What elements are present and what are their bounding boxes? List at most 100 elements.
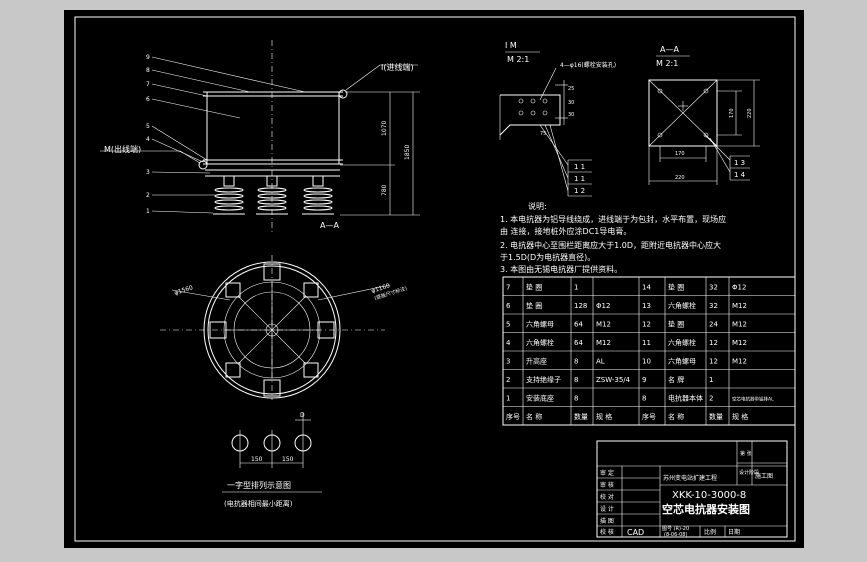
detail-aa-title: A—A xyxy=(660,45,679,54)
tb-date-label: 日期 xyxy=(728,528,740,536)
table-cell: 垫 圈 xyxy=(668,283,684,292)
table-cell: 64 xyxy=(574,339,583,347)
arr-dim-150-b: 150 xyxy=(282,456,294,463)
detail-i-note: 4—φ16(螺栓安装孔) xyxy=(560,61,616,69)
inlet-label: I(进线端) xyxy=(381,62,414,72)
detail-i-leader-1: 1 1 xyxy=(574,163,585,171)
detail-i-dim-a: 25 xyxy=(568,86,574,92)
table-cell: AL xyxy=(596,358,605,366)
table-cell: ZSW-35/4 xyxy=(596,376,631,384)
table-cell: 六角螺母 xyxy=(668,357,696,366)
detail-aa-scale: M 2:1 xyxy=(656,59,678,68)
insulator-stack-center xyxy=(256,175,288,215)
arr-dim-150-a: 150 xyxy=(251,456,263,463)
arrangement-caption: 一字型排列示意图 xyxy=(227,480,291,490)
table-header-cell: 名 称 xyxy=(526,412,542,421)
table-cell: 64 xyxy=(574,321,583,329)
part-number-6: 6 xyxy=(146,96,150,103)
tb-stage: 施工图 xyxy=(755,472,773,480)
inlet-terminal xyxy=(338,89,348,99)
table-cell: 13 xyxy=(642,302,651,310)
table-cell: 2 xyxy=(709,395,713,403)
section-mark-aa: A—A xyxy=(320,221,339,230)
table-cell: 垫 圈 xyxy=(526,283,542,292)
insulator-stack-right xyxy=(302,175,334,215)
table-cell: M12 xyxy=(596,339,611,347)
table-cell: M12 xyxy=(732,358,747,366)
table-cell: M12 xyxy=(596,321,611,329)
table-cell: 4 xyxy=(506,339,511,347)
detail-aa-w220: 220 xyxy=(675,175,685,181)
table-cell: 5 xyxy=(506,321,510,329)
part-number-2: 2 xyxy=(146,192,150,199)
table-cell: 12 xyxy=(642,321,651,329)
table-header-cell: 规 格 xyxy=(732,412,748,421)
notes-heading: 说明: xyxy=(528,201,547,211)
detail-i-leader-2: 1 1 xyxy=(574,175,585,183)
notes: 说明: 1. 本电抗器为铝导线绕成，进线端于为包封，水平布置，现场应 由 连接，… xyxy=(500,201,726,274)
table-cell: 8 xyxy=(574,376,578,384)
detail-aa-h220: 220 xyxy=(747,108,753,118)
table-cell: 六角螺栓 xyxy=(668,301,696,310)
table-cell: 11 xyxy=(642,339,651,347)
part-number-9: 9 xyxy=(146,54,150,61)
title-block: 审 定 审 核 校 对 设 计 描 图 校 核 CAD 苏州变电站扩建工程 设计… xyxy=(596,440,788,538)
detail-i-title: I M xyxy=(505,41,517,50)
table-header-cell: 数量 xyxy=(709,412,723,421)
table-cell: M12 xyxy=(732,302,747,310)
table-cell: 六角螺栓 xyxy=(526,338,554,347)
arrangement-caption-2: (电抗器相间最小距离) xyxy=(224,499,293,508)
table-cell: M12 xyxy=(732,339,747,347)
part-number-7: 7 xyxy=(146,81,150,88)
dim-780: 780 xyxy=(381,184,388,196)
table-cell: 电抗器本体 xyxy=(668,394,703,403)
table-header-cell: 序号 xyxy=(642,412,656,421)
table-cell: 8 xyxy=(574,395,578,403)
detail-aa: A—A M 2:1 170 220 170 220 1 3 1 4 xyxy=(648,45,760,185)
tb-drawing-title: 空芯电抗器安装图 xyxy=(662,502,750,516)
drawing-area xyxy=(64,10,804,548)
table-cell: 3 xyxy=(506,358,510,366)
table-header-cell: 序号 xyxy=(506,412,520,421)
insulator-stack-left xyxy=(213,175,245,215)
part-number-8: 8 xyxy=(146,67,150,74)
detail-aa-leader-1: 1 3 xyxy=(734,159,745,167)
table-header-cell: 名 称 xyxy=(668,412,684,421)
table-cell: 空芯电抗器带铝排AL xyxy=(732,396,774,403)
table-cell: 六角螺栓 xyxy=(668,338,696,347)
tb-scale-label: 比例 xyxy=(704,528,716,536)
tb-label-approve: 审 定 xyxy=(600,469,614,477)
table-cell: 垫 圈 xyxy=(526,301,542,310)
table-cell: 6 xyxy=(506,302,511,310)
detail-i-scale: M 2:1 xyxy=(507,55,529,64)
arr-dim-d: D xyxy=(300,412,305,419)
table-cell: Φ12 xyxy=(732,284,746,292)
table-header-cell: 数量 xyxy=(574,412,588,421)
part-number-4: 4 xyxy=(146,136,150,143)
table-cell: 32 xyxy=(709,284,718,292)
arrangement-sketch: 150 150 D 一字型排列示意图 (电抗器相间最小距离) xyxy=(222,412,322,508)
note-line-5: 3. 本图由无锡电抗器厂提供资料。 xyxy=(500,264,622,274)
table-cell: 14 xyxy=(642,284,651,292)
table-cell: 128 xyxy=(574,302,587,310)
part-number-3: 3 xyxy=(146,169,150,176)
table-cell: 12 xyxy=(709,339,718,347)
table-cell: 8 xyxy=(642,395,646,403)
table-header-cell: 规 格 xyxy=(596,412,612,421)
dim-1850: 1850 xyxy=(404,145,411,160)
table-cell: 支持绝缘子 xyxy=(526,375,561,384)
table-cell: 12 xyxy=(709,358,718,366)
table-cell: 10 xyxy=(642,358,651,366)
detail-i-dim-b: 30 xyxy=(568,100,574,106)
table-cell: M12 xyxy=(732,321,747,329)
detail-i-dim-d: 75 xyxy=(540,131,546,137)
table-cell: 9 xyxy=(642,376,646,384)
detail-aa-h170: 170 xyxy=(729,108,735,118)
table-cell: 名 牌 xyxy=(668,375,684,384)
detail-i-dim-c: 30 xyxy=(568,112,574,118)
tb-label-review: 审 核 xyxy=(600,481,614,489)
note-line-2: 由 连接，接地桩外应涂DC1导电膏。 xyxy=(500,226,631,236)
tb-label-draw: 描 图 xyxy=(600,517,614,525)
